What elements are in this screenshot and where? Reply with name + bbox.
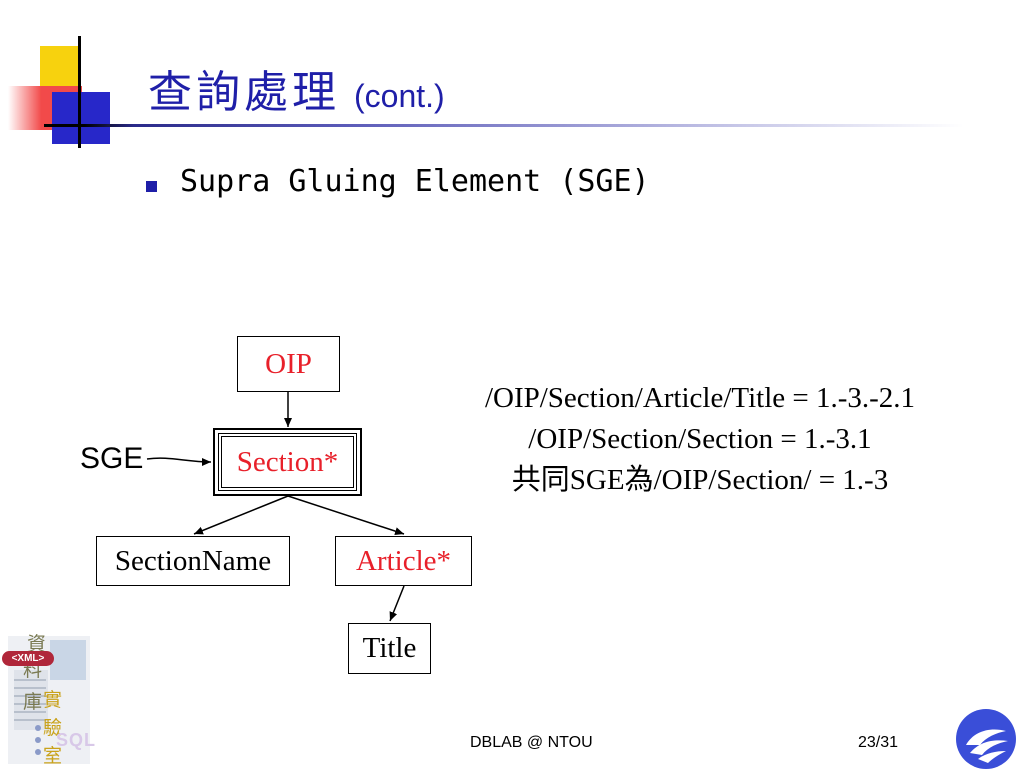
wave-emblem-icon: [966, 729, 1008, 763]
footer-lab-name: DBLAB @ NTOU: [470, 734, 593, 751]
node-article: Article*: [335, 536, 472, 586]
university-logo-icon: [956, 709, 1016, 769]
title-deco-vertical-line: [78, 36, 81, 148]
logo-xml-badge: <XML>: [2, 651, 54, 666]
node-title: Title: [348, 623, 431, 674]
bullet-text: Supra Gluing Element (SGE): [180, 164, 650, 199]
path-line: /OIP/Section/Article/Title = 1.-3.-2.1: [484, 382, 916, 414]
logo-char: 資: [27, 633, 46, 655]
edge-article-title: [389, 585, 405, 622]
bullet-square-icon: [146, 181, 157, 192]
logo-sql-text: SQL: [56, 730, 97, 750]
node-section-label: Section*: [218, 433, 357, 491]
path-examples: /OIP/Section/Article/Title = 1.-3.-2.1 /…: [430, 378, 970, 501]
node-oip: OIP: [237, 336, 340, 392]
slide-title: 查詢處理 (cont.): [148, 56, 445, 120]
title-deco-blue-square: [52, 92, 110, 144]
edge-section-sectionname: [193, 495, 289, 535]
logo-char: 庫: [23, 691, 42, 713]
footer-page-number: 23/31: [858, 734, 899, 751]
node-sectionname: SectionName: [96, 536, 290, 586]
path-line: 共同SGE為/OIP/Section/ = 1.-3: [511, 464, 889, 496]
logo-char: 實: [43, 689, 62, 711]
dblab-logo: 資 料 庫 實 驗 室 <XML> SQL: [0, 630, 96, 768]
path-line: /OIP/Section/Section = 1.-3.1: [528, 423, 872, 455]
node-section: Section*: [213, 428, 362, 496]
logo-char: 驗: [43, 717, 62, 739]
edge-section-article: [287, 495, 405, 535]
logo-char: 室: [43, 745, 62, 767]
title-underline: [44, 124, 964, 127]
sge-pointer-arrow: [146, 457, 212, 466]
sge-label: SGE: [80, 442, 144, 475]
slide-title-main: 查詢處理: [148, 67, 340, 118]
slide-title-sub: (cont.): [354, 78, 445, 114]
